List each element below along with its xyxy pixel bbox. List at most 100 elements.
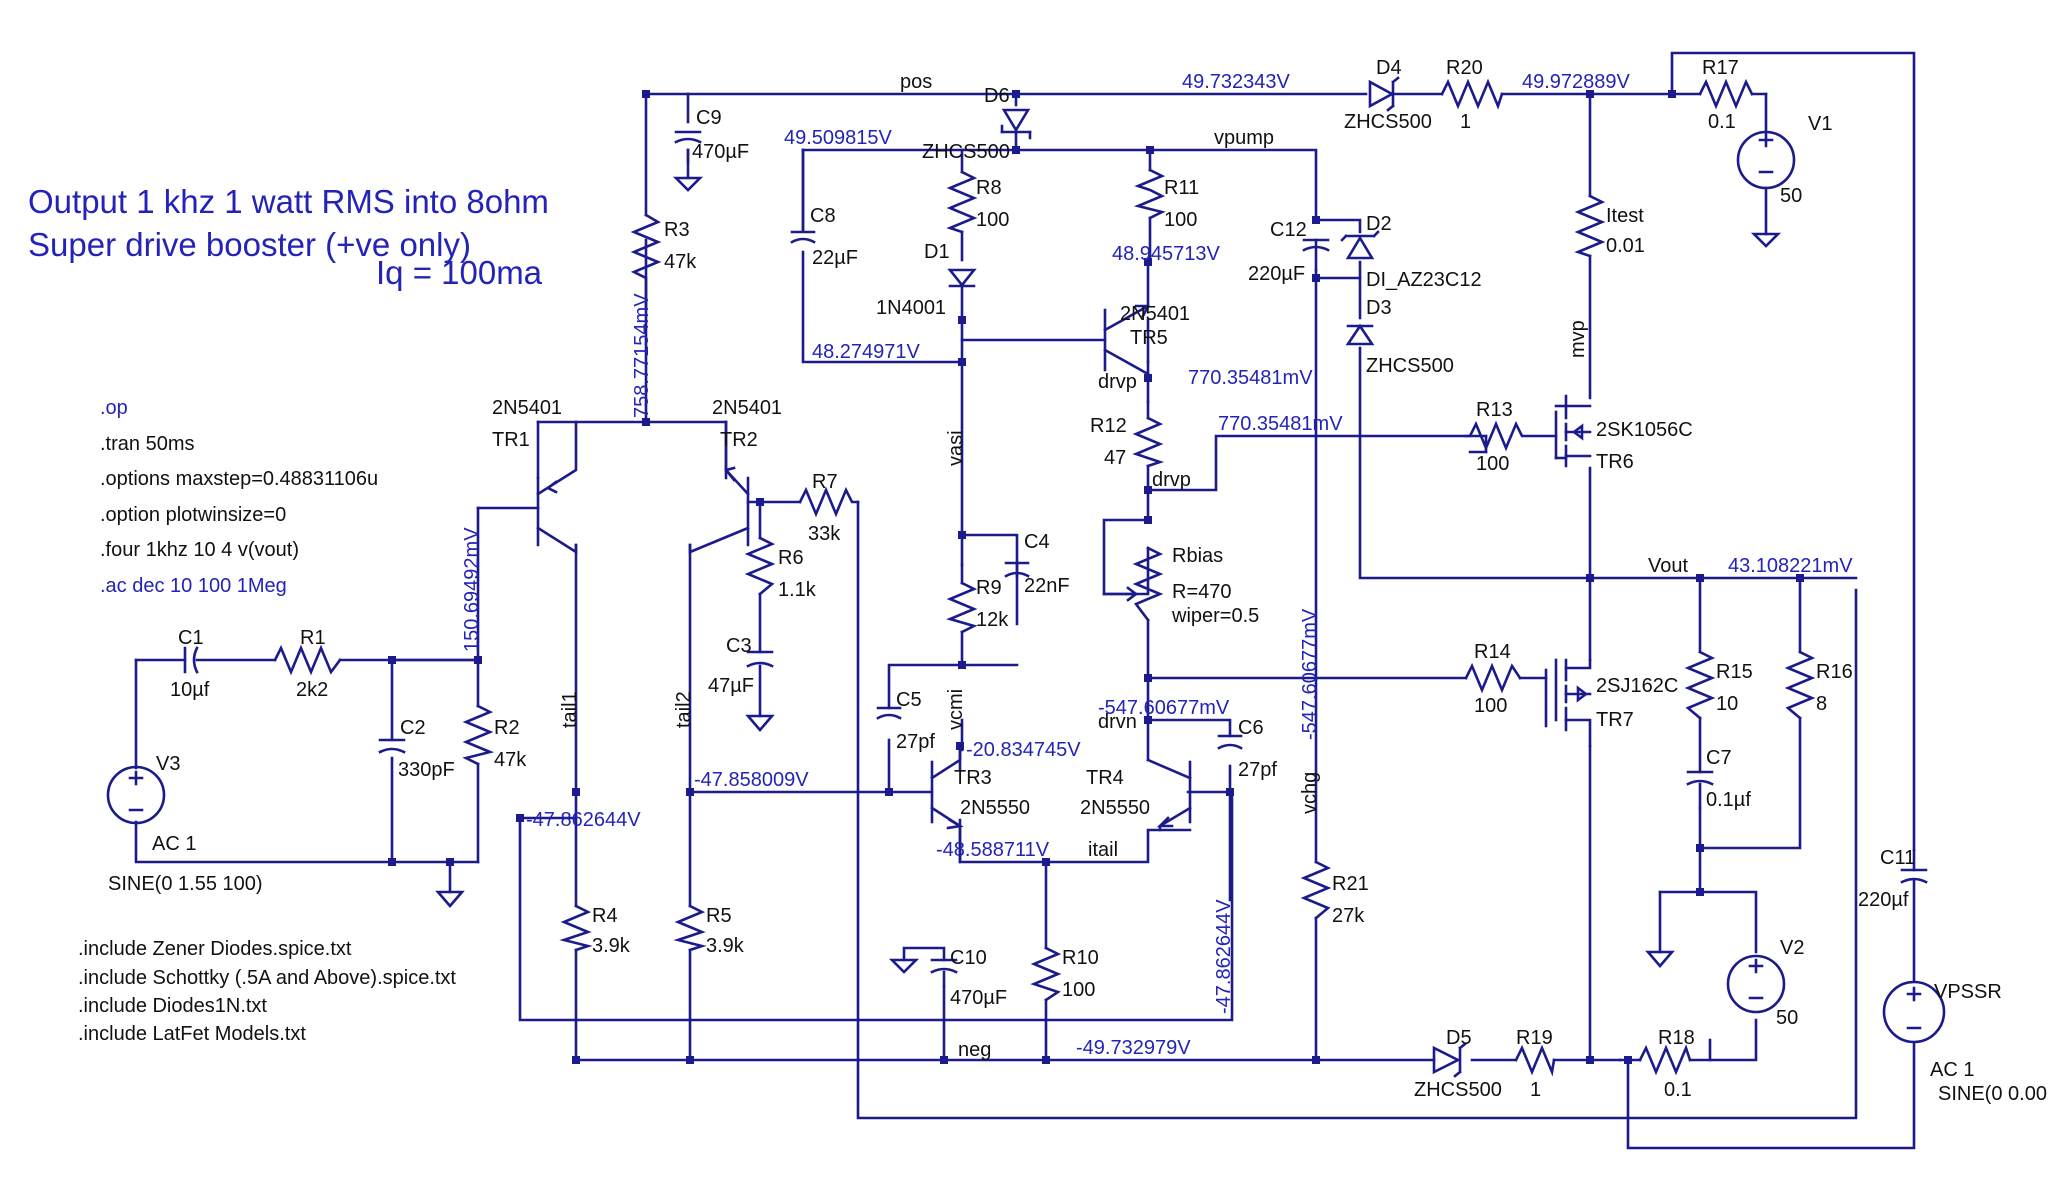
voltage-annotations: 49.732343V 49.972889V 49.509815V 48.9457… — [461, 71, 1853, 1059]
label-d1: D1 — [924, 241, 950, 263]
label-tr7: TR7 — [1596, 709, 1634, 731]
include-schottky: .include Schottky (.5A and Above).spice.… — [78, 967, 456, 989]
include-zener: .include Zener Diodes.spice.txt — [78, 938, 352, 960]
r18-resistor — [1638, 1044, 1692, 1076]
voltage-itail: -48.588711V — [936, 839, 1050, 861]
include-latfet: .include LatFet Models.txt — [78, 1023, 306, 1045]
r6-resistor — [744, 536, 776, 596]
note-line-2: Super drive booster (+ve only) — [28, 226, 471, 263]
voltage-drvn: -547.60677mV — [1098, 697, 1230, 719]
label-v3-sine: SINE(0 1.55 100) — [108, 873, 263, 895]
voltage-tr6-gate: 770.35481mV — [1218, 413, 1343, 435]
label-d2: D2 — [1366, 213, 1392, 235]
r19-resistor — [1514, 1044, 1556, 1077]
voltage-vchg: -547.60677mV — [1299, 608, 1321, 740]
label-r2-value: 47k — [494, 749, 527, 771]
tr5-transistor — [1103, 304, 1150, 376]
label-c8: C8 — [810, 205, 836, 227]
label-c4-value: 22nF — [1024, 575, 1070, 597]
r3-resistor — [630, 213, 662, 302]
voltage-neg-rail: -49.732979V — [1076, 1037, 1191, 1059]
c11-capacitor — [1900, 868, 1928, 884]
d2-zener — [1340, 230, 1380, 260]
label-r5-value: 3.9k — [706, 935, 745, 957]
label-r20-value: 1 — [1460, 111, 1471, 133]
c4-capacitor — [1004, 561, 1030, 578]
directive-op: .op — [100, 397, 128, 419]
label-c5-value: 27pf — [896, 731, 935, 753]
label-c8-value: 22µF — [812, 247, 858, 269]
net-drvp-2: drvp — [1152, 469, 1191, 491]
c7-capacitor — [1686, 770, 1714, 810]
label-d5: D5 — [1446, 1027, 1472, 1049]
voltage-supply-node: 49.972889V — [1522, 71, 1631, 93]
label-r12: R12 — [1090, 415, 1127, 437]
r20-resistor — [1440, 78, 1504, 110]
label-vpssr-sine: SINE(0 0.00 — [1938, 1083, 2047, 1105]
label-r15: R15 — [1716, 661, 1753, 683]
label-r5: R5 — [706, 905, 732, 927]
label-itest-value: 0.01 — [1606, 235, 1645, 257]
label-r19: R19 — [1516, 1027, 1553, 1049]
d1-diode — [947, 268, 977, 288]
r13-resistor — [1464, 420, 1558, 454]
label-r20: R20 — [1446, 57, 1483, 79]
voltage-tr5-emitter: 48.945713V — [1112, 243, 1221, 265]
net-vpump: vpump — [1214, 127, 1274, 149]
c3-capacitor — [746, 650, 774, 668]
r12-resistor — [1132, 416, 1165, 468]
rbias-potentiometer — [1102, 546, 1164, 622]
tr1-transistor — [536, 420, 578, 555]
label-tr4: TR4 — [1086, 767, 1124, 789]
label-c9: C9 — [696, 107, 722, 129]
r15-resistor — [1684, 650, 1716, 720]
label-v2-value: 50 — [1776, 1007, 1798, 1029]
label-r9-value: 12k — [976, 609, 1009, 631]
label-c7: C7 — [1706, 747, 1732, 769]
net-vchg: vchg — [1299, 772, 1321, 814]
c9-capacitor — [674, 130, 702, 180]
v2-source — [1726, 954, 1786, 1014]
label-tr7-part: 2SJ162C — [1596, 675, 1678, 697]
label-v1: V1 — [1808, 113, 1832, 135]
c2-capacitor — [378, 738, 406, 754]
r2-resistor — [462, 704, 495, 766]
c1-capacitor — [183, 646, 199, 674]
label-tr4-part: 2N5550 — [1080, 797, 1150, 819]
spice-directives: .op .tran 50ms .options maxstep=0.488311… — [78, 397, 456, 1045]
net-drvp-1: drvp — [1098, 371, 1137, 393]
label-r21: R21 — [1332, 873, 1369, 895]
label-d4: D4 — [1376, 57, 1402, 79]
junctions — [388, 90, 1804, 1064]
label-itest: Itest — [1606, 205, 1644, 227]
voltage-pos-rail: 49.732343V — [1182, 71, 1291, 93]
label-r14: R14 — [1474, 641, 1511, 663]
label-c7-value: 0.1µf — [1706, 789, 1751, 811]
d5-diode — [1432, 1042, 1467, 1078]
r8-resistor — [946, 170, 978, 234]
label-r16: R16 — [1816, 661, 1853, 683]
label-r2: R2 — [494, 717, 520, 739]
voltage-input-base: 150.69492mV — [461, 527, 483, 652]
voltage-vasi-top: 48.274971V — [812, 341, 921, 363]
label-d3: D3 — [1366, 297, 1392, 319]
label-d2-value: DI_AZ23C12 — [1366, 269, 1482, 291]
label-c6-value: 27pf — [1238, 759, 1277, 781]
tr6-mosfet — [1564, 394, 1592, 468]
label-c10: C10 — [950, 947, 987, 969]
label-tr2-part: 2N5401 — [712, 397, 782, 419]
label-c12-value: 220µF — [1248, 263, 1305, 285]
label-tr5: TR5 — [1130, 327, 1168, 349]
label-r8: R8 — [976, 177, 1002, 199]
voltage-drvp: 770.35481mV — [1188, 367, 1313, 389]
label-r1-value: 2k2 — [296, 679, 328, 701]
label-r11-value: 100 — [1164, 209, 1197, 231]
c6-capacitor — [1217, 734, 1243, 750]
label-d6: D6 — [984, 85, 1010, 107]
voltage-feedback: -47.862644V — [1213, 899, 1235, 1014]
label-tr1-part: 2N5401 — [492, 397, 562, 419]
label-r6-value: 1.1k — [778, 579, 817, 601]
label-r1: R1 — [300, 627, 326, 649]
label-r4: R4 — [592, 905, 618, 927]
